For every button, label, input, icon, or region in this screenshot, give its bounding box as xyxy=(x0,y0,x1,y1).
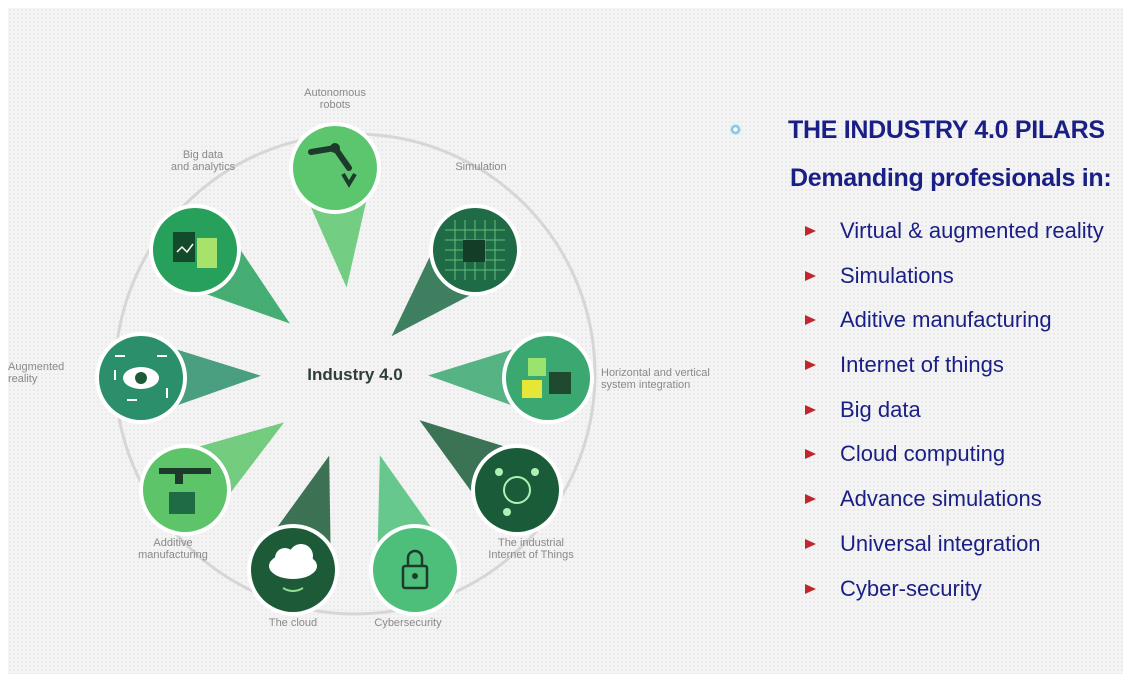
pillar-the-cloud: The cloud xyxy=(247,455,339,629)
puzzle-icon xyxy=(522,358,571,398)
panel-title: THE INDUSTRY 4.0 PILARS xyxy=(788,116,1105,144)
pillar-disc xyxy=(143,448,227,532)
eye-icon xyxy=(114,355,168,401)
panel-subtitle: Demanding profesionals in: xyxy=(790,164,1112,192)
pillar-label: Cybersecurity xyxy=(374,617,442,629)
arrow-bullet-icon xyxy=(805,538,816,549)
cloud-icon xyxy=(269,544,317,592)
diagram-center-label: Industry 4.0 xyxy=(307,365,402,384)
arrow-bullet-icon xyxy=(805,270,816,281)
arrow-bullet-icon xyxy=(805,360,816,371)
arrow-bullet-icon xyxy=(805,226,816,236)
arrow-bullet-icon xyxy=(805,494,816,505)
title-bullet-icon xyxy=(730,124,741,135)
pillar-cybersecurity: Cybersecurity xyxy=(369,455,461,629)
pillar-disc xyxy=(475,448,559,532)
arrow-bullet-icon xyxy=(805,315,816,326)
padlock-icon xyxy=(401,549,429,590)
pillar-disc xyxy=(373,528,457,612)
pillar-label: Simulation xyxy=(455,161,506,173)
robot-arm-icon xyxy=(308,143,357,188)
grid-cube-icon xyxy=(445,220,505,280)
data-files-icon xyxy=(173,232,217,268)
3d-printer-icon xyxy=(159,468,211,514)
arrow-bullet-icon xyxy=(805,583,816,594)
arrow-bullet-icon xyxy=(805,404,816,415)
network-globe-icon xyxy=(495,468,539,516)
pillar-label: The cloud xyxy=(269,617,317,629)
pillar-disc xyxy=(506,336,590,420)
pillar-simulation: Simulation xyxy=(391,161,521,337)
arrow-bullet-icon xyxy=(805,449,816,460)
pillar-disc xyxy=(293,126,377,210)
